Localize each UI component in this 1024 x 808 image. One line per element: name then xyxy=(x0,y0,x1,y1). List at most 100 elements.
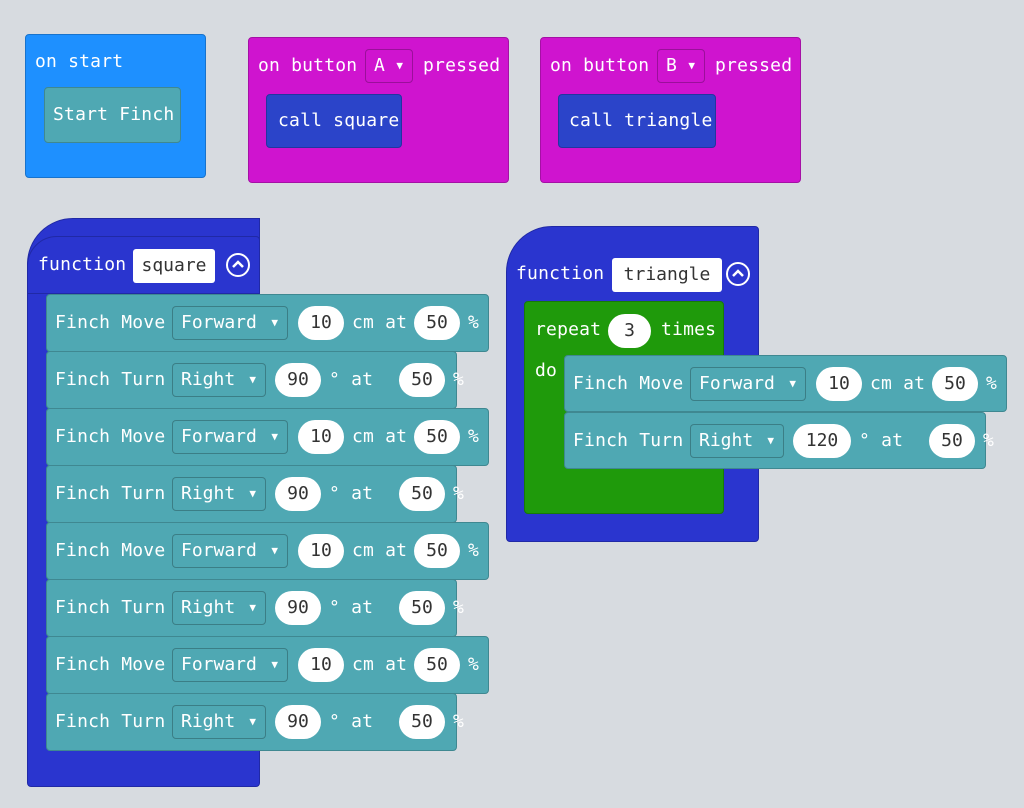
cm-at-label: cm at xyxy=(352,540,408,561)
direction-dropdown[interactable]: Forward ▼ xyxy=(172,420,288,454)
finch-turn-label: Finch Turn xyxy=(55,597,166,618)
triangle-down-icon: ▼ xyxy=(249,487,256,500)
triangle-down-icon: ▼ xyxy=(271,430,278,443)
speed-input[interactable]: 50 xyxy=(929,424,975,458)
repeat-count-input[interactable]: 3 xyxy=(608,314,651,348)
percent-label: % xyxy=(453,711,465,732)
finch-move-label: Finch Move xyxy=(55,312,166,333)
triangle-down-icon: ▼ xyxy=(249,601,256,614)
turn-direction-dropdown[interactable]: Right▼ xyxy=(172,591,266,625)
direction-dropdown[interactable]: Forward ▼ xyxy=(690,367,806,401)
turn-direction-dropdown[interactable]: Right ▼ xyxy=(690,424,784,458)
angle-input[interactable]: 90 xyxy=(275,705,321,739)
finch-move-block[interactable]: Finch Move Forward▼ 10 cm at 50% xyxy=(46,294,489,352)
finch-turn-label: Finch Turn xyxy=(573,430,684,451)
turn-direction-dropdown[interactable]: Right▼ xyxy=(172,477,266,511)
distance-value: 10 xyxy=(310,312,332,333)
degrees-at-label: ° at xyxy=(329,711,374,732)
finch-move-label: Finch Move xyxy=(55,426,166,447)
speed-input[interactable]: 50 xyxy=(414,534,460,568)
speed-input[interactable]: 50 xyxy=(399,591,445,625)
triangle-down-icon: ▼ xyxy=(271,658,278,671)
distance-input[interactable]: 10 xyxy=(816,367,862,401)
triangle-down-icon: ▼ xyxy=(249,715,256,728)
angle-input[interactable]: 90 xyxy=(275,363,321,397)
distance-input[interactable]: 10 xyxy=(298,306,344,340)
function-triangle-name-text: triangle xyxy=(623,264,711,285)
button-b-dropdown[interactable]: B ▼ xyxy=(657,49,705,83)
speed-value: 50 xyxy=(426,654,448,675)
turn-direction-dropdown[interactable]: Right▼ xyxy=(172,705,266,739)
triangle-down-icon: ▼ xyxy=(767,434,774,447)
chevron-up-circle-icon[interactable] xyxy=(726,262,750,286)
cm-at-label: cm at xyxy=(870,373,926,394)
distance-input[interactable]: 10 xyxy=(298,648,344,682)
speed-value: 50 xyxy=(411,369,433,390)
percent-label: % xyxy=(468,312,480,333)
on-button-a-prefix: on button xyxy=(258,55,358,76)
repeat-times-label: times xyxy=(661,319,717,340)
angle-value: 90 xyxy=(287,711,309,732)
function-square-header[interactable]: function square xyxy=(27,236,260,294)
function-triangle-name[interactable]: triangle xyxy=(612,258,722,292)
dropdown-value: Right xyxy=(699,430,754,451)
speed-input[interactable]: 50 xyxy=(414,306,460,340)
speed-input[interactable]: 50 xyxy=(399,477,445,511)
triangle-down-icon: ▼ xyxy=(249,373,256,386)
finch-turn-label: Finch Turn xyxy=(55,369,166,390)
start-finch-block[interactable]: Start Finch xyxy=(44,87,181,143)
on-button-b-prefix: on button xyxy=(550,55,650,76)
speed-value: 50 xyxy=(411,711,433,732)
direction-dropdown[interactable]: Forward▼ xyxy=(172,306,288,340)
repeat-count-value: 3 xyxy=(624,320,635,341)
cm-at-label: cm at xyxy=(352,426,408,447)
percent-label: % xyxy=(453,597,465,618)
speed-value: 50 xyxy=(944,373,966,394)
triangle-down-icon: ▼ xyxy=(396,59,403,72)
call-triangle-block[interactable]: call triangle xyxy=(558,94,716,148)
percent-label: % xyxy=(468,540,480,561)
speed-input[interactable]: 50 xyxy=(932,367,978,401)
finch-turn-label: Finch Turn xyxy=(55,483,166,504)
speed-value: 50 xyxy=(426,426,448,447)
speed-input[interactable]: 50 xyxy=(414,648,460,682)
turn-direction-dropdown[interactable]: Right▼ xyxy=(172,363,266,397)
speed-input[interactable]: 50 xyxy=(414,420,460,454)
finch-move-label: Finch Move xyxy=(573,373,684,394)
finch-move-label: Finch Move xyxy=(55,654,166,675)
cm-at-label: cm at xyxy=(352,312,408,333)
function-square-name[interactable]: square xyxy=(133,249,215,283)
dropdown-value: Forward xyxy=(699,373,775,394)
angle-input[interactable]: 90 xyxy=(275,591,321,625)
speed-input[interactable]: 50 xyxy=(399,363,445,397)
dropdown-value: Forward xyxy=(181,426,257,447)
distance-value: 10 xyxy=(310,654,332,675)
speed-value: 50 xyxy=(411,597,433,618)
direction-dropdown[interactable]: Forward▼ xyxy=(172,648,288,682)
function-triangle-keyword: function xyxy=(516,263,605,284)
distance-input[interactable]: 10 xyxy=(298,534,344,568)
angle-input[interactable]: 120 xyxy=(793,424,851,458)
speed-input[interactable]: 50 xyxy=(399,705,445,739)
repeat-label: repeat xyxy=(535,319,602,340)
triangle-down-icon: ▼ xyxy=(789,377,796,390)
button-a-dropdown[interactable]: A ▼ xyxy=(365,49,413,83)
function-square-name-text: square xyxy=(141,255,207,276)
direction-dropdown[interactable]: Forward▼ xyxy=(172,534,288,568)
chevron-up-circle-icon[interactable] xyxy=(226,253,250,277)
triangle-down-icon: ▼ xyxy=(271,544,278,557)
percent-label: % xyxy=(468,654,480,675)
distance-input[interactable]: 10 xyxy=(298,420,344,454)
call-square-block[interactable]: call square xyxy=(266,94,402,148)
angle-input[interactable]: 90 xyxy=(275,477,321,511)
